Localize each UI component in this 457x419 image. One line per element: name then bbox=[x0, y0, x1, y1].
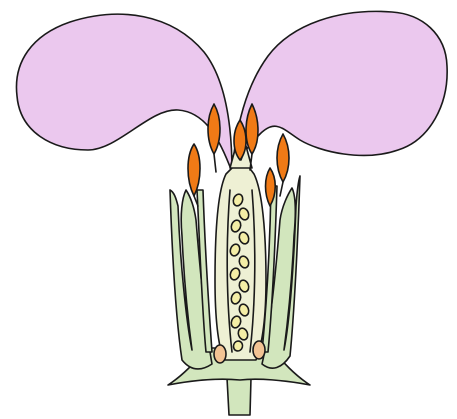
petal-left bbox=[16, 14, 232, 172]
anther bbox=[188, 144, 200, 196]
nectary-left bbox=[214, 345, 226, 363]
petal-right bbox=[232, 11, 447, 172]
anther bbox=[277, 134, 289, 182]
nectary-right bbox=[253, 341, 265, 359]
stem bbox=[227, 378, 251, 415]
